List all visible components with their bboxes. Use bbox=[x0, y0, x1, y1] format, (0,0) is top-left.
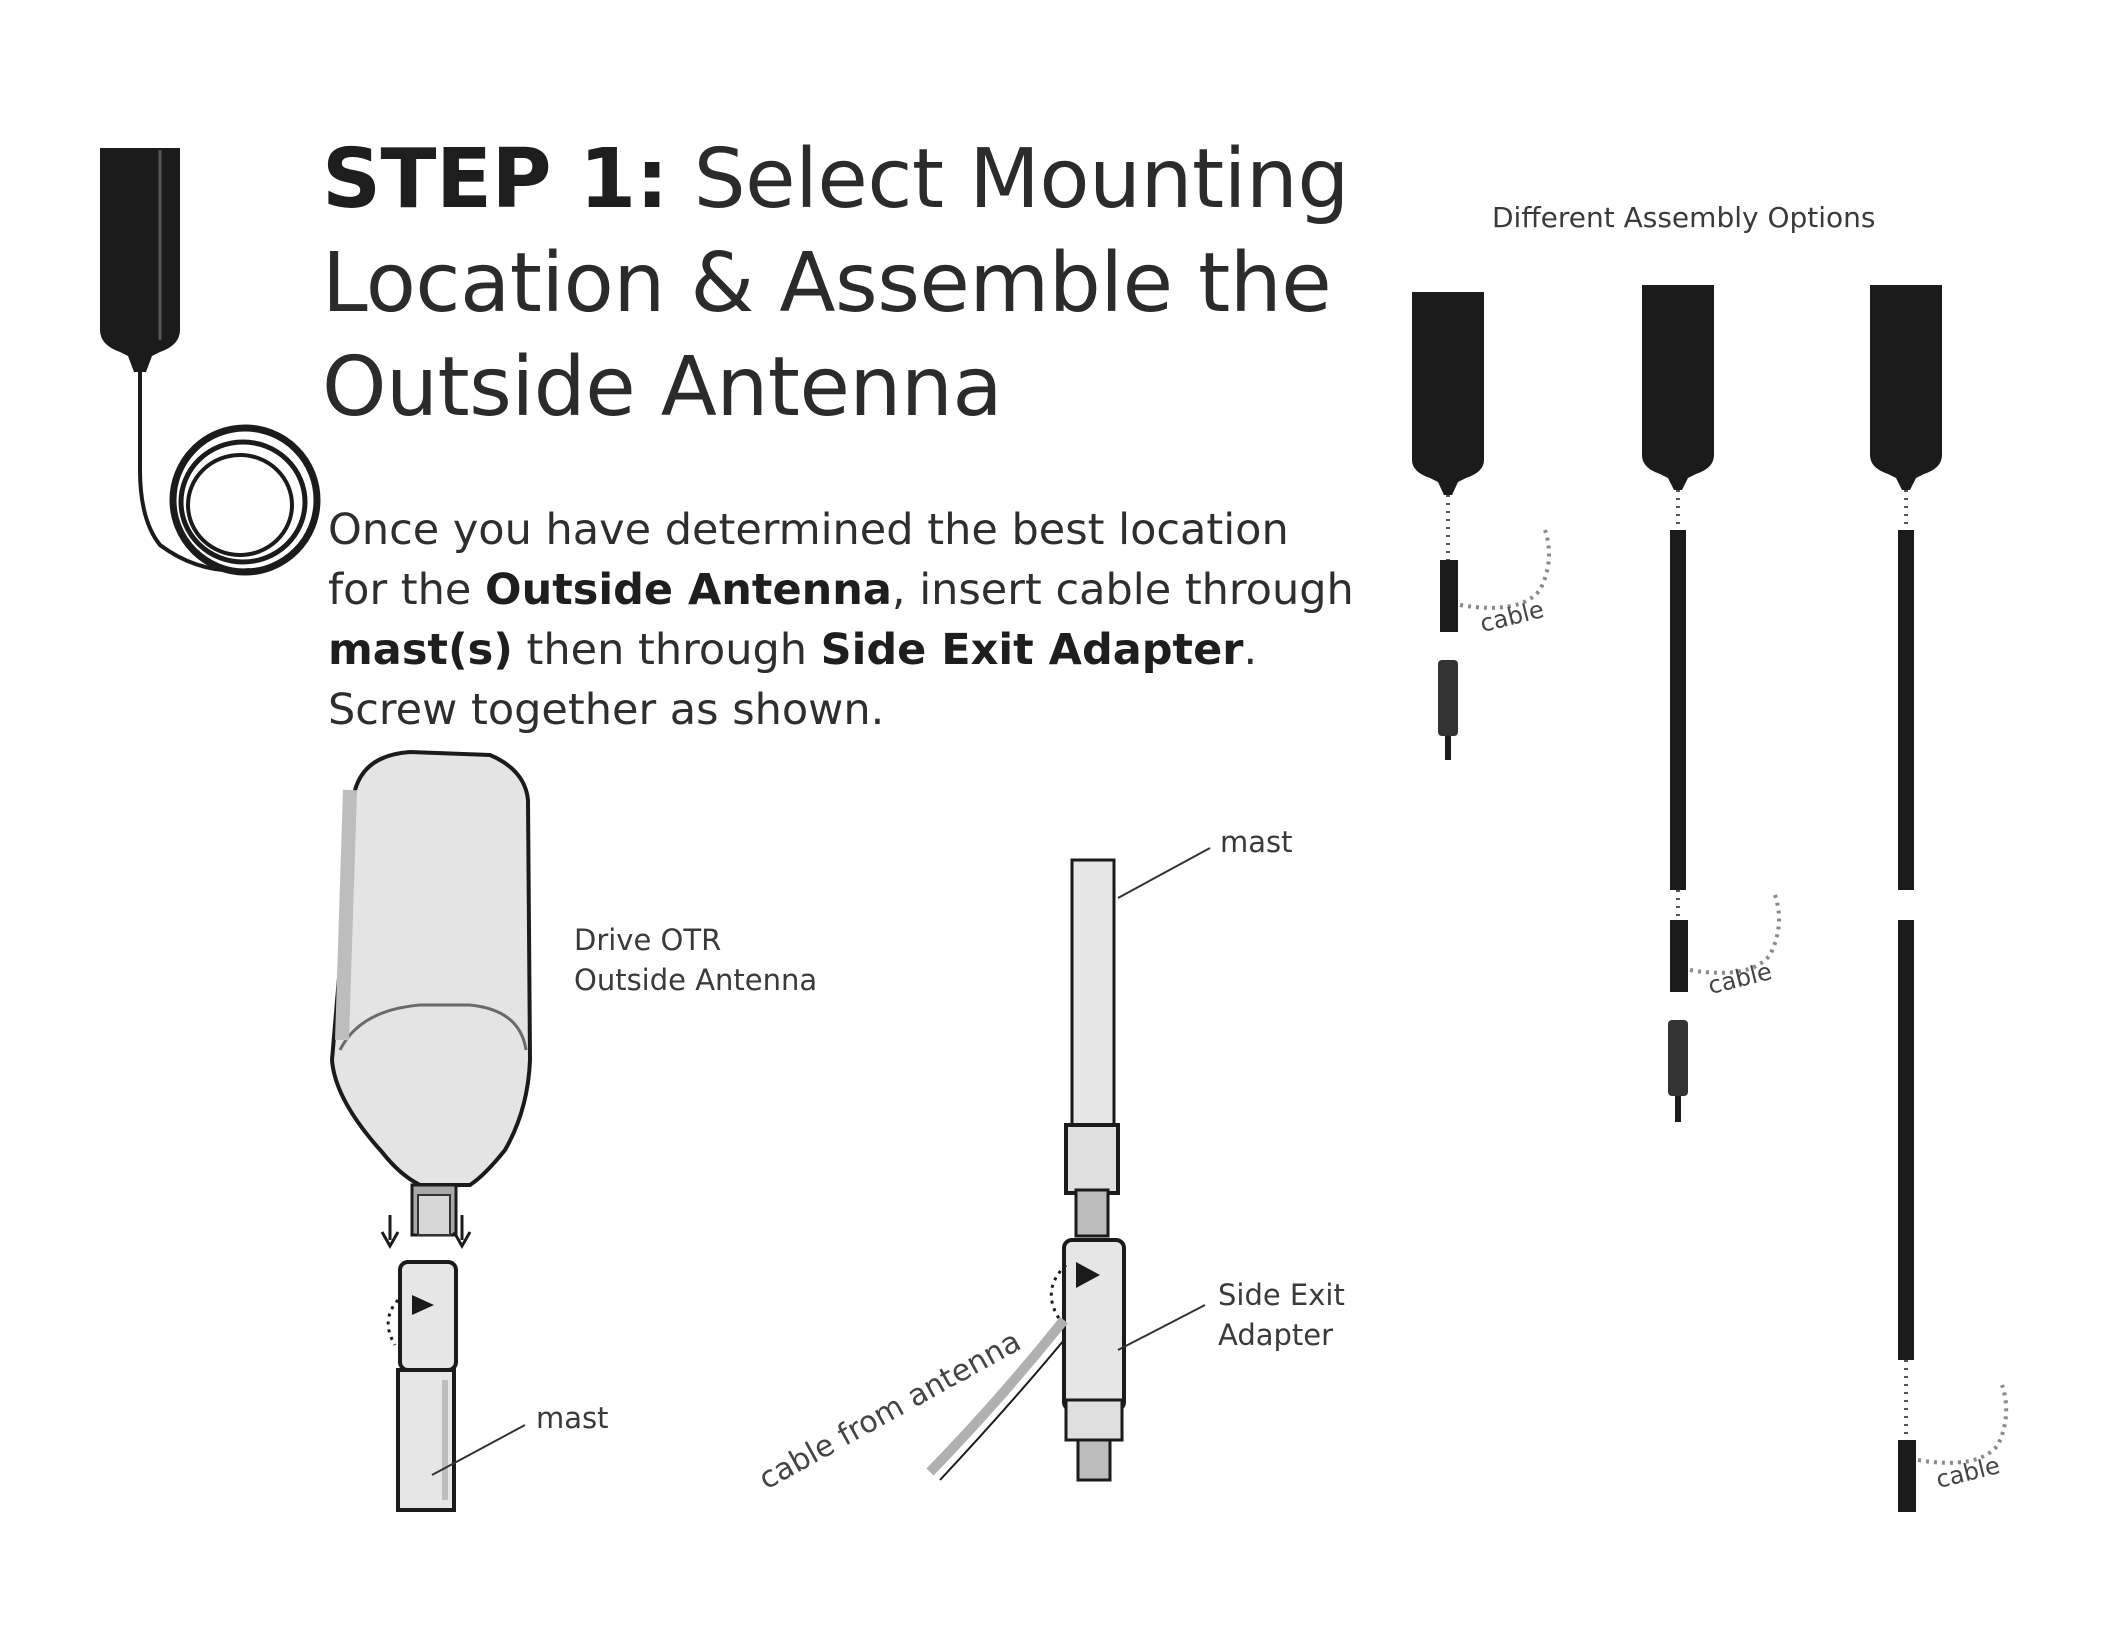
adapter-label-line: Adapter bbox=[1218, 1318, 1334, 1352]
instruction-text: for the bbox=[328, 565, 486, 615]
mast-label-left: mast bbox=[536, 1401, 609, 1435]
instruction-bold: Side Exit Adapter bbox=[820, 625, 1244, 675]
mast-label-top: mast bbox=[1220, 825, 1293, 859]
title-line-1: Select Mounting bbox=[668, 132, 1350, 227]
title-line-3: Outside Antenna bbox=[322, 340, 1003, 435]
antenna-label-line: Outside Antenna bbox=[574, 963, 818, 997]
instruction-text: Screw together as shown. bbox=[328, 685, 885, 735]
adapter-label-line: Side Exit bbox=[1218, 1278, 1345, 1312]
title-line-2: Location & Assemble the bbox=[322, 236, 1332, 331]
instruction-text: then through bbox=[512, 625, 821, 675]
instruction-bold: Outside Antenna bbox=[485, 565, 892, 615]
instruction-paragraph: Once you have determined the best locati… bbox=[328, 500, 1408, 740]
page-title: STEP 1: Select Mounting Location & Assem… bbox=[322, 128, 1362, 440]
instruction-text: . bbox=[1243, 625, 1258, 675]
assembly-options-label: Different Assembly Options bbox=[1492, 201, 1876, 234]
assembly-option-3 bbox=[1870, 285, 2009, 1512]
antenna-label: Drive OTR Outside Antenna bbox=[574, 920, 817, 1000]
antenna-label-line: Drive OTR bbox=[574, 923, 722, 957]
step-number: STEP 1: bbox=[322, 132, 669, 227]
instruction-text: , insert cable through bbox=[891, 565, 1354, 615]
drive-otr-antenna-illustration bbox=[329, 749, 533, 1512]
side-exit-adapter-illustration bbox=[926, 847, 1211, 1482]
side-exit-adapter-label: Side Exit Adapter bbox=[1218, 1275, 1345, 1355]
assembly-option-1 bbox=[1412, 292, 1551, 760]
instruction-text: Once you have determined the best locati… bbox=[328, 505, 1289, 555]
assembly-option-2 bbox=[1642, 285, 1781, 1122]
antenna-coil-icon bbox=[100, 148, 321, 576]
instruction-bold: mast(s) bbox=[328, 625, 513, 675]
